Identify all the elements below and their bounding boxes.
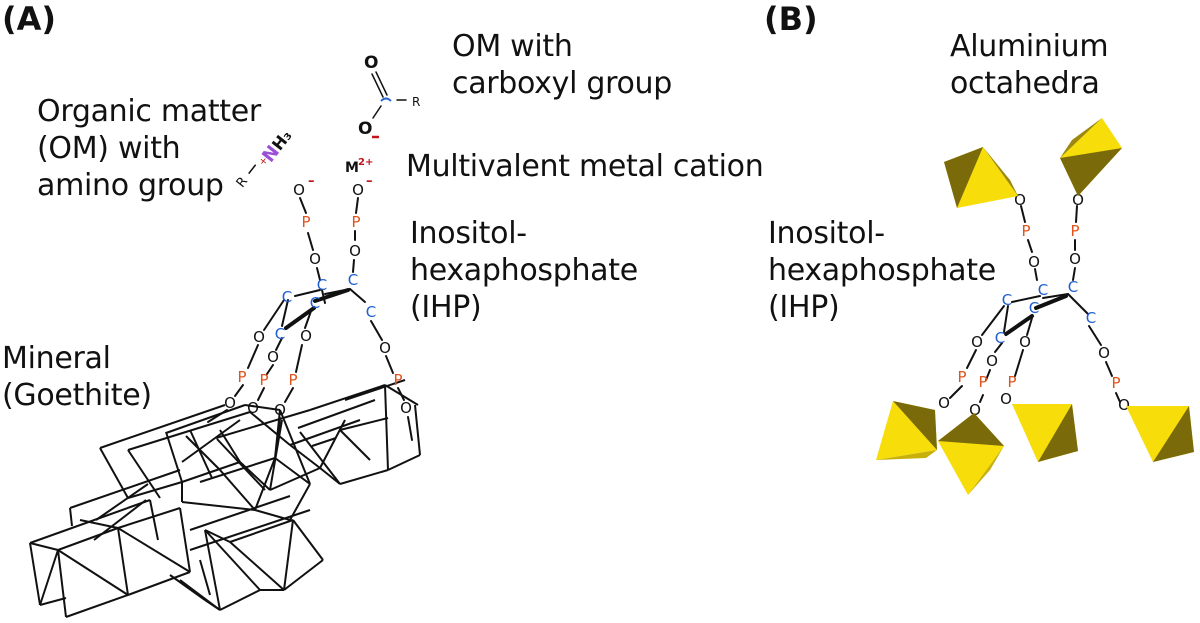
aluminium-octahedron xyxy=(938,413,1004,495)
amino-r: R xyxy=(234,174,251,190)
atom-o: O xyxy=(1028,253,1040,271)
atom-p: P xyxy=(1111,374,1120,392)
atom-c: C xyxy=(1086,309,1096,327)
atom-c: C xyxy=(348,271,358,289)
atom-o: O xyxy=(400,399,412,417)
aluminium-octahedron xyxy=(944,147,1018,208)
ihp-a-line-2: hexaphosphate xyxy=(410,253,638,288)
ihp-atoms-a: O P O O P O C C C C C C O O O O P P P P … xyxy=(224,181,412,419)
om-amino-line-2: (OM) with xyxy=(37,131,181,166)
mineral-label: Mineral (Goethite) xyxy=(2,340,152,414)
charge-minus: – xyxy=(366,174,373,189)
metal-charge: 2+ xyxy=(358,157,373,168)
atom-o: O xyxy=(267,348,279,366)
aluminium-octahedron xyxy=(1060,118,1122,196)
atom-p: P xyxy=(259,371,268,389)
aluminium-octahedron xyxy=(1126,406,1194,462)
ihp-b-line-3: (IHP) xyxy=(768,290,840,325)
atom-c: C xyxy=(275,325,285,343)
om-amino-line-1: Organic matter xyxy=(37,94,261,129)
atom-o: O xyxy=(309,250,321,268)
atom-o: O xyxy=(1098,344,1110,362)
om-amino-line-3: amino group xyxy=(37,168,224,203)
aluminium-octahedra-label: Aluminium octahedra xyxy=(950,28,1109,102)
aluminium-line-2: octahedra xyxy=(950,66,1100,101)
aluminium-line-1: Aluminium xyxy=(950,29,1109,64)
atom-p: P xyxy=(1021,222,1030,240)
ihp-b-line-2: hexaphosphate xyxy=(768,253,996,288)
panel-a-tag: (A) xyxy=(2,0,57,38)
atom-o: O xyxy=(1118,396,1130,414)
atom-p: P xyxy=(1070,222,1079,240)
mineral-line-1: Mineral xyxy=(2,341,111,376)
ihp-a-line-1: Inositol- xyxy=(410,216,527,251)
atom-c: C xyxy=(310,294,320,312)
atom-p: P xyxy=(1007,373,1016,391)
atom-o: O xyxy=(352,181,364,199)
atom-o: O xyxy=(1069,250,1081,268)
atom-c: C xyxy=(1068,278,1078,296)
goethite-mineral-structure xyxy=(29,379,421,618)
atom-c: C xyxy=(366,303,376,321)
metal-cation: M 2+ xyxy=(345,157,373,176)
atom-o: O xyxy=(293,181,305,199)
atom-o: O xyxy=(1019,333,1031,351)
carboxyl-o-minus: O xyxy=(358,119,372,139)
ihp-b-line-1: Inositol- xyxy=(768,216,885,251)
atom-p: P xyxy=(237,368,246,386)
atom-p: P xyxy=(957,368,966,386)
om-carboxyl-line-1: OM with xyxy=(452,29,573,64)
om-carboxyl-label: OM with carboxyl group xyxy=(452,28,672,102)
atom-p: P xyxy=(288,371,297,389)
atom-o: O xyxy=(1014,191,1026,209)
metal-symbol: M xyxy=(345,160,359,176)
atom-o: O xyxy=(379,339,391,357)
atom-c: C xyxy=(995,329,1005,347)
atom-c: C xyxy=(1029,299,1039,317)
carboxyl-r: R xyxy=(412,95,420,109)
atom-o: O xyxy=(300,327,312,345)
panel-b-tag: (B) xyxy=(764,0,818,38)
atom-o: O xyxy=(224,394,236,412)
atom-p: P xyxy=(978,373,987,391)
atom-c: C xyxy=(1002,291,1012,309)
atom-o: O xyxy=(986,352,998,370)
metal-cation-label: Multivalent metal cation xyxy=(406,149,764,184)
atom-o: O xyxy=(253,328,265,346)
ihp-label-a: Inositol- hexaphosphate (IHP) xyxy=(410,215,638,326)
atom-c: C xyxy=(1038,281,1048,299)
charge-minus: – xyxy=(308,174,315,189)
atom-o: O xyxy=(971,333,983,351)
ihp-molecule-b xyxy=(949,205,1121,403)
atom-o: O xyxy=(247,399,259,417)
atom-o: O xyxy=(274,401,286,419)
carboxyl-group: O R O xyxy=(358,53,420,139)
ihp-label-b: Inositol- hexaphosphate (IHP) xyxy=(768,215,996,326)
atom-p: P xyxy=(393,371,402,389)
carboxyl-o-double: O xyxy=(364,53,378,73)
om-carboxyl-line-2: carboxyl group xyxy=(452,66,672,101)
ihp-molecule-a xyxy=(207,197,413,441)
om-amino-label: Organic matter (OM) with amino group xyxy=(37,93,261,204)
atom-o: O xyxy=(938,394,950,412)
aluminium-octahedron xyxy=(876,401,937,460)
atom-c: C xyxy=(317,276,327,294)
mineral-line-2: (Goethite) xyxy=(2,378,152,413)
atom-p: P xyxy=(351,213,360,231)
atom-o: O xyxy=(1072,191,1084,209)
amino-group: R + N H₃ xyxy=(234,126,296,190)
carboxyl-c xyxy=(380,97,392,102)
aluminium-octahedra xyxy=(876,118,1194,495)
atom-o: O xyxy=(1000,390,1012,408)
ihp-atoms-b: O P O O P O C C C C C C O O O O P P P P … xyxy=(938,191,1130,419)
atom-o: O xyxy=(969,401,981,419)
atom-o: O xyxy=(349,242,361,260)
aluminium-octahedron xyxy=(1012,404,1078,462)
atom-p: P xyxy=(301,213,310,231)
ihp-a-line-3: (IHP) xyxy=(410,290,482,325)
atom-c: C xyxy=(282,288,292,306)
